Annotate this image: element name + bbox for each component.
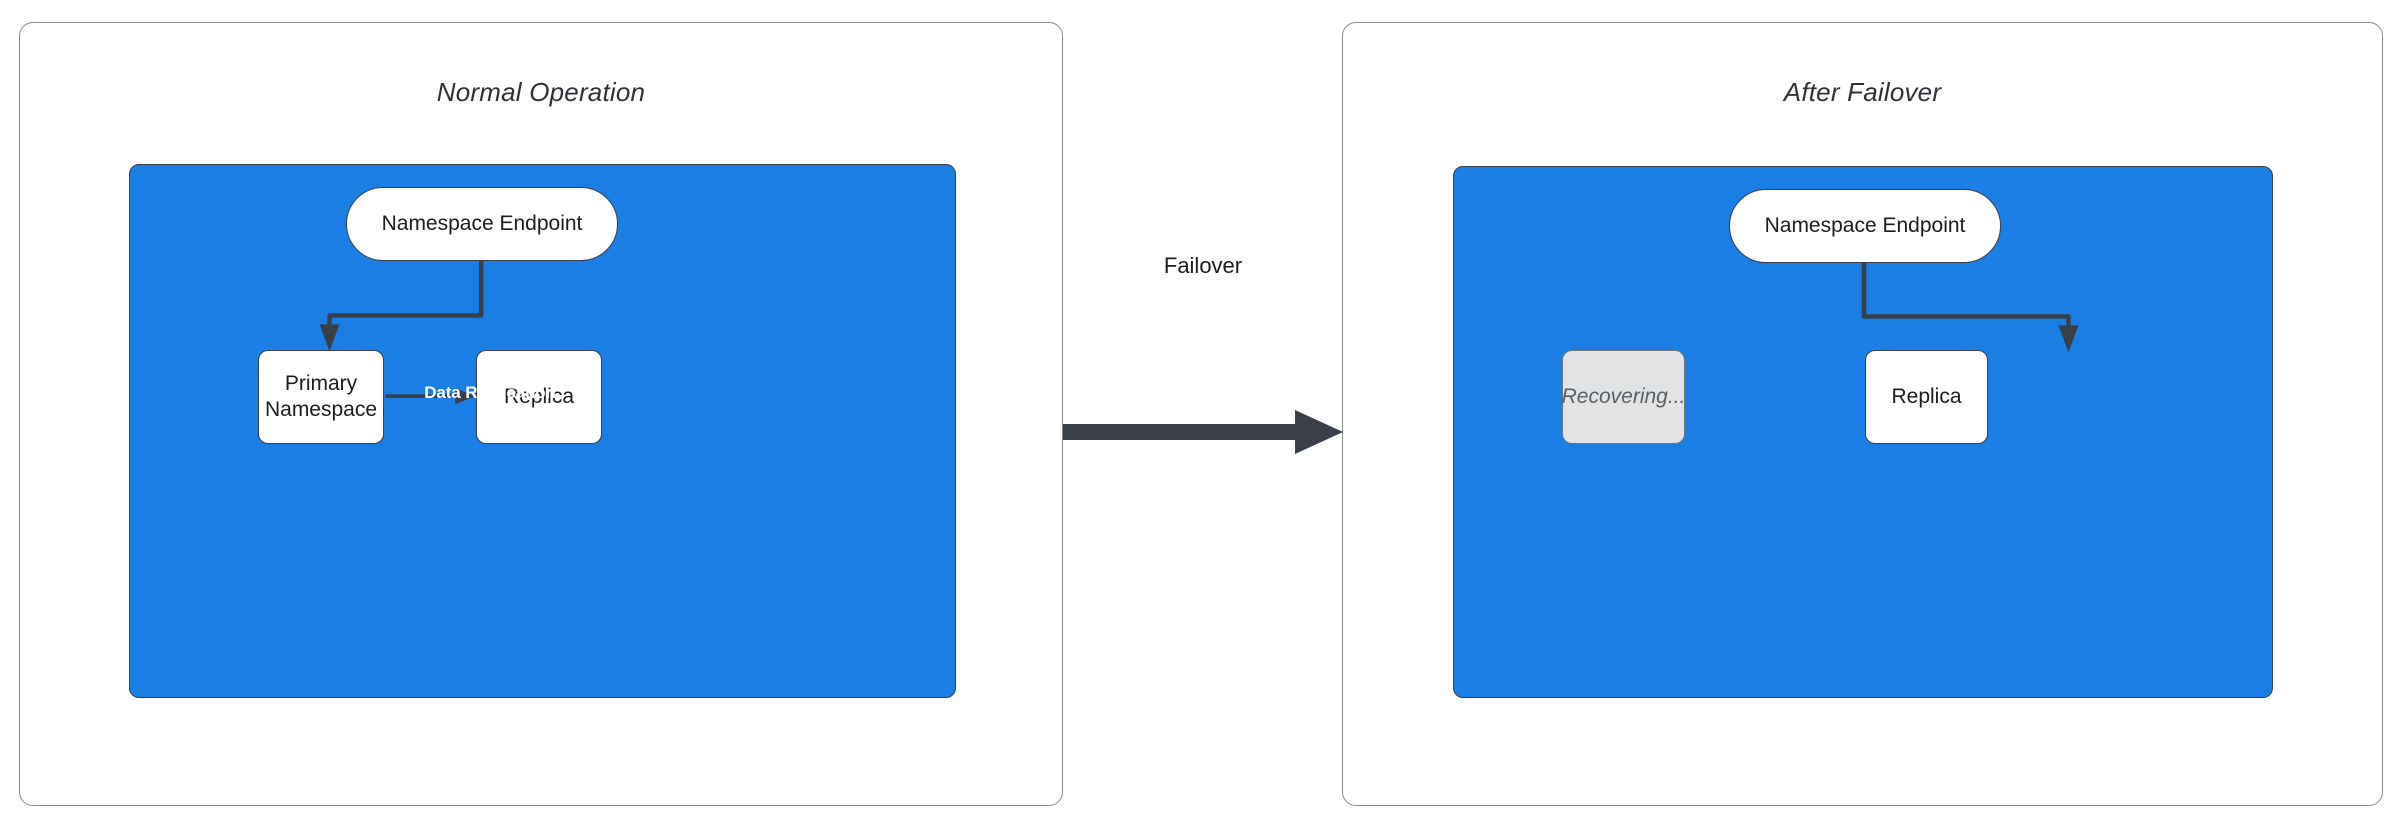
failover-transition-label: Failover [1163, 253, 1243, 278]
node-label: Replica [1891, 385, 1962, 409]
node-namespace-endpoint-right[interactable]: Namespace Endpoint [1729, 189, 2001, 263]
region-normal-operation: Namespace Endpoint Primary Namespace Rep… [129, 164, 956, 698]
region-after-failover: Namespace Endpoint Recovering... Replica [1453, 166, 2273, 698]
edge-endpoint-to-replica [1861, 262, 2071, 334]
panel-title-normal-operation: Normal Operation [436, 77, 646, 107]
panel-after-failover: After Failover Namespace Endpoint Recove… [1342, 22, 2383, 806]
node-label: Recovering... [1561, 385, 1686, 409]
node-label-line2: Namespace [264, 398, 378, 421]
panel-normal-operation: Normal Operation Namespace Endpoint Prim… [19, 22, 1063, 806]
failover-transition-arrow [1063, 410, 1343, 454]
edge-endpoint-to-primary-arrowhead [319, 324, 340, 352]
node-label: Namespace Endpoint [1764, 214, 1966, 238]
node-replica-right[interactable]: Replica [1865, 350, 1988, 444]
edge-endpoint-to-replica-arrowhead [2058, 325, 2079, 353]
panel-title-after-failover: After Failover [1783, 77, 1942, 107]
node-primary-namespace[interactable]: Primary Namespace [258, 350, 384, 444]
node-replica-left[interactable]: Replica [476, 350, 602, 444]
failover-arrow-head [1295, 410, 1343, 454]
edge-label-data-replication: Data Replication [424, 383, 556, 402]
failover-arrow-shaft [1063, 424, 1303, 440]
node-recovering[interactable]: Recovering... [1562, 350, 1685, 444]
node-label: Primary Namespace [265, 371, 377, 422]
node-label-line1: Primary [284, 372, 358, 396]
node-namespace-endpoint-left[interactable]: Namespace Endpoint [346, 187, 618, 261]
edge-endpoint-to-primary [327, 260, 484, 333]
node-label: Replica [503, 385, 575, 409]
node-label: Namespace Endpoint [381, 212, 583, 236]
